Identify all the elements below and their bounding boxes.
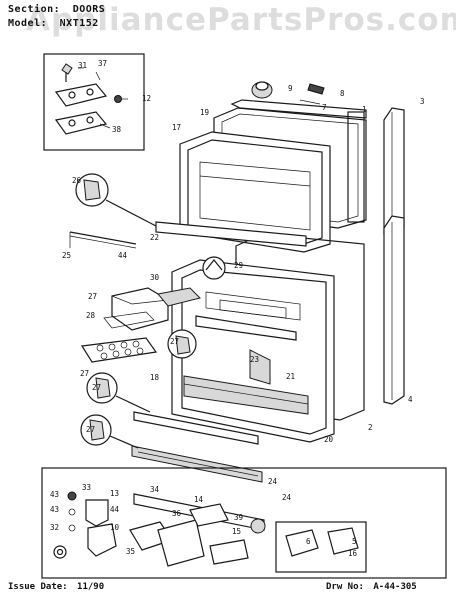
callout-27d: 27 [86, 425, 95, 434]
issue-date-value: 11/90 [77, 582, 105, 592]
top-hinge-inset [43, 53, 145, 151]
callout-35: 31 [78, 61, 87, 70]
callout-22: 22 [150, 233, 159, 242]
drawing-number: Drw No: A-44-305 [326, 582, 417, 592]
callout-41a: 43 [50, 490, 59, 499]
callout-17: 17 [172, 123, 181, 132]
drawing-number-value: A-44-305 [373, 582, 417, 592]
issue-date: Issue Date: 11/90 [8, 582, 104, 592]
callout-28: 27 [88, 292, 97, 301]
callout-14: 14 [194, 495, 204, 504]
callout-6: 6 [306, 537, 311, 546]
callout-38: 34 [150, 485, 160, 494]
model-label: Model: [8, 18, 48, 29]
callout-30: 29 [234, 261, 243, 270]
detail-circles [75, 173, 226, 449]
callout-29: 28 [86, 311, 96, 320]
hinge-pin-parts [251, 81, 325, 105]
callout-2: 2 [368, 423, 373, 432]
callout-23: 23 [250, 355, 259, 364]
callout-41b: 43 [50, 505, 59, 514]
model-value: NXT152 [59, 18, 99, 29]
callout-9: 9 [288, 84, 293, 93]
callout-32: 30 [150, 273, 160, 282]
drawing-number-label: Drw No: [326, 582, 364, 592]
callout-5: 5 [352, 537, 357, 546]
callout-37: 33 [82, 483, 91, 492]
freezer-gasket [230, 99, 367, 223]
callout-44: 44 [118, 251, 128, 260]
section-value: DOORS [72, 4, 106, 15]
callout-7: 7 [322, 103, 327, 112]
callout-labels: 31 37 12 38 9 8 7 1 3 19 17 26 22 25 44 … [50, 59, 425, 558]
callout-21: 21 [286, 372, 295, 381]
shelves [69, 221, 307, 483]
section-label: Section: [8, 4, 61, 15]
callout-12: 12 [142, 94, 151, 103]
watermark: AppliancePartsPros.com [26, 2, 456, 38]
callout-16: 16 [348, 549, 358, 558]
callout-27a: 26 [72, 176, 82, 185]
callout-10: 10 [110, 523, 120, 532]
callout-25: 24 [268, 477, 278, 486]
callout-20: 20 [324, 435, 334, 444]
callout-27c: 27 [92, 383, 101, 392]
callout-15: 15 [232, 527, 241, 536]
callout-18: 18 [150, 373, 160, 382]
model-line: Model: NXT152 [8, 18, 99, 29]
bottom-hinge-inset [41, 467, 447, 579]
section-line: Section: DOORS [8, 4, 105, 15]
callout-36: 32 [50, 523, 59, 532]
callout-33: 37 [98, 59, 107, 68]
callout-34: 38 [112, 125, 122, 134]
callout-4: 4 [408, 395, 413, 404]
callout-8: 8 [340, 89, 345, 98]
callout-27b: 27 [170, 337, 179, 346]
callout-13: 13 [110, 489, 119, 498]
callout-43: 44 [110, 505, 120, 514]
callout-42: 39 [234, 513, 243, 522]
callout-3: 3 [420, 97, 425, 106]
fresh-food-door [171, 233, 365, 443]
butter-egg-items [80, 287, 201, 363]
callout-19: 19 [200, 108, 209, 117]
callout-1: 1 [362, 105, 367, 114]
callout-31: 27 [80, 369, 89, 378]
door-trim-strips [383, 107, 405, 405]
callout-39: 35 [126, 547, 135, 556]
issue-date-label: Issue Date: [8, 582, 68, 592]
callout-24: 24 [282, 493, 292, 502]
callout-40: 36 [172, 509, 182, 518]
callout-26: 25 [62, 251, 71, 260]
